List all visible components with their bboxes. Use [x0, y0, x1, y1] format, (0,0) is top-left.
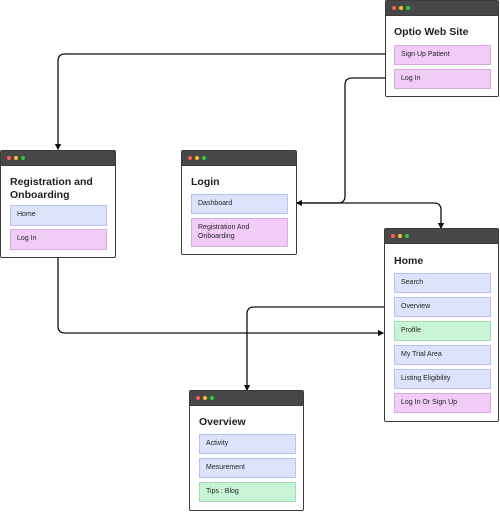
- screen-item-listing-eligibility[interactable]: Listing Eligibility: [394, 369, 491, 389]
- screen-item-sign-up-patient[interactable]: Sign Up Patient: [394, 45, 491, 65]
- screen-item-my-trial-area[interactable]: My Trial Area: [394, 345, 491, 365]
- window-registration-onboarding: Registration and Onboarding Home Log In: [0, 150, 116, 258]
- screen-item-dashboard[interactable]: Dashboard: [191, 194, 288, 214]
- connector-dashboard-to-home: [287, 202, 445, 230]
- screen-item-overview[interactable]: Overview: [394, 297, 491, 317]
- maximize-dot-icon: [405, 234, 409, 238]
- close-dot-icon: [188, 156, 192, 160]
- screen-item-profile[interactable]: Profile: [394, 321, 491, 341]
- window-titlebar: [386, 1, 498, 16]
- screen-item-log-in[interactable]: Log In: [10, 229, 107, 250]
- screen-item-log-in[interactable]: Log In: [394, 69, 491, 89]
- screen-item-tips-blog[interactable]: Tips : Blog: [199, 482, 296, 502]
- screen-item-registration-and-onboarding[interactable]: Registration And Onboarding: [191, 218, 288, 247]
- connector-home-overview-to-overview: [243, 306, 391, 392]
- maximize-dot-icon: [202, 156, 206, 160]
- window-title: Home: [394, 255, 424, 267]
- window-title: Login: [191, 176, 220, 188]
- window-titlebar: [1, 151, 115, 166]
- minimize-dot-icon: [14, 156, 18, 160]
- close-dot-icon: [196, 396, 200, 400]
- minimize-dot-icon: [195, 156, 199, 160]
- window-titlebar: [190, 391, 303, 406]
- maximize-dot-icon: [406, 6, 410, 10]
- screen-item-search[interactable]: Search: [394, 273, 491, 293]
- maximize-dot-icon: [21, 156, 25, 160]
- minimize-dot-icon: [398, 234, 402, 238]
- window-title: Registration and Onboarding: [10, 176, 93, 201]
- connector-signup-to-registration: [54, 53, 391, 151]
- window-title: Optio Web Site: [394, 26, 469, 38]
- window-titlebar: [182, 151, 296, 166]
- window-login: Login Dashboard Registration And Onboard…: [181, 150, 297, 255]
- window-overview: Overview Activity Mesurement Tips : Blog: [189, 390, 304, 511]
- window-titlebar: [385, 229, 498, 244]
- close-dot-icon: [392, 6, 396, 10]
- screen-item-mesurement[interactable]: Mesurement: [199, 458, 296, 478]
- minimize-dot-icon: [399, 6, 403, 10]
- minimize-dot-icon: [203, 396, 207, 400]
- screen-item-log-in-or-sign-up[interactable]: Log In Or Sign Up: [394, 393, 491, 413]
- connector-optio-login-to-dashboard: [295, 77, 391, 207]
- screen-item-activity[interactable]: Activity: [199, 434, 296, 454]
- screen-item-home[interactable]: Home: [10, 205, 107, 226]
- window-optio-web-site: Optio Web Site Sign Up Patient Log In: [385, 0, 499, 97]
- close-dot-icon: [391, 234, 395, 238]
- maximize-dot-icon: [210, 396, 214, 400]
- close-dot-icon: [7, 156, 11, 160]
- window-title: Overview: [199, 416, 246, 428]
- window-home: Home Search Overview Profile My Trial Ar…: [384, 228, 499, 422]
